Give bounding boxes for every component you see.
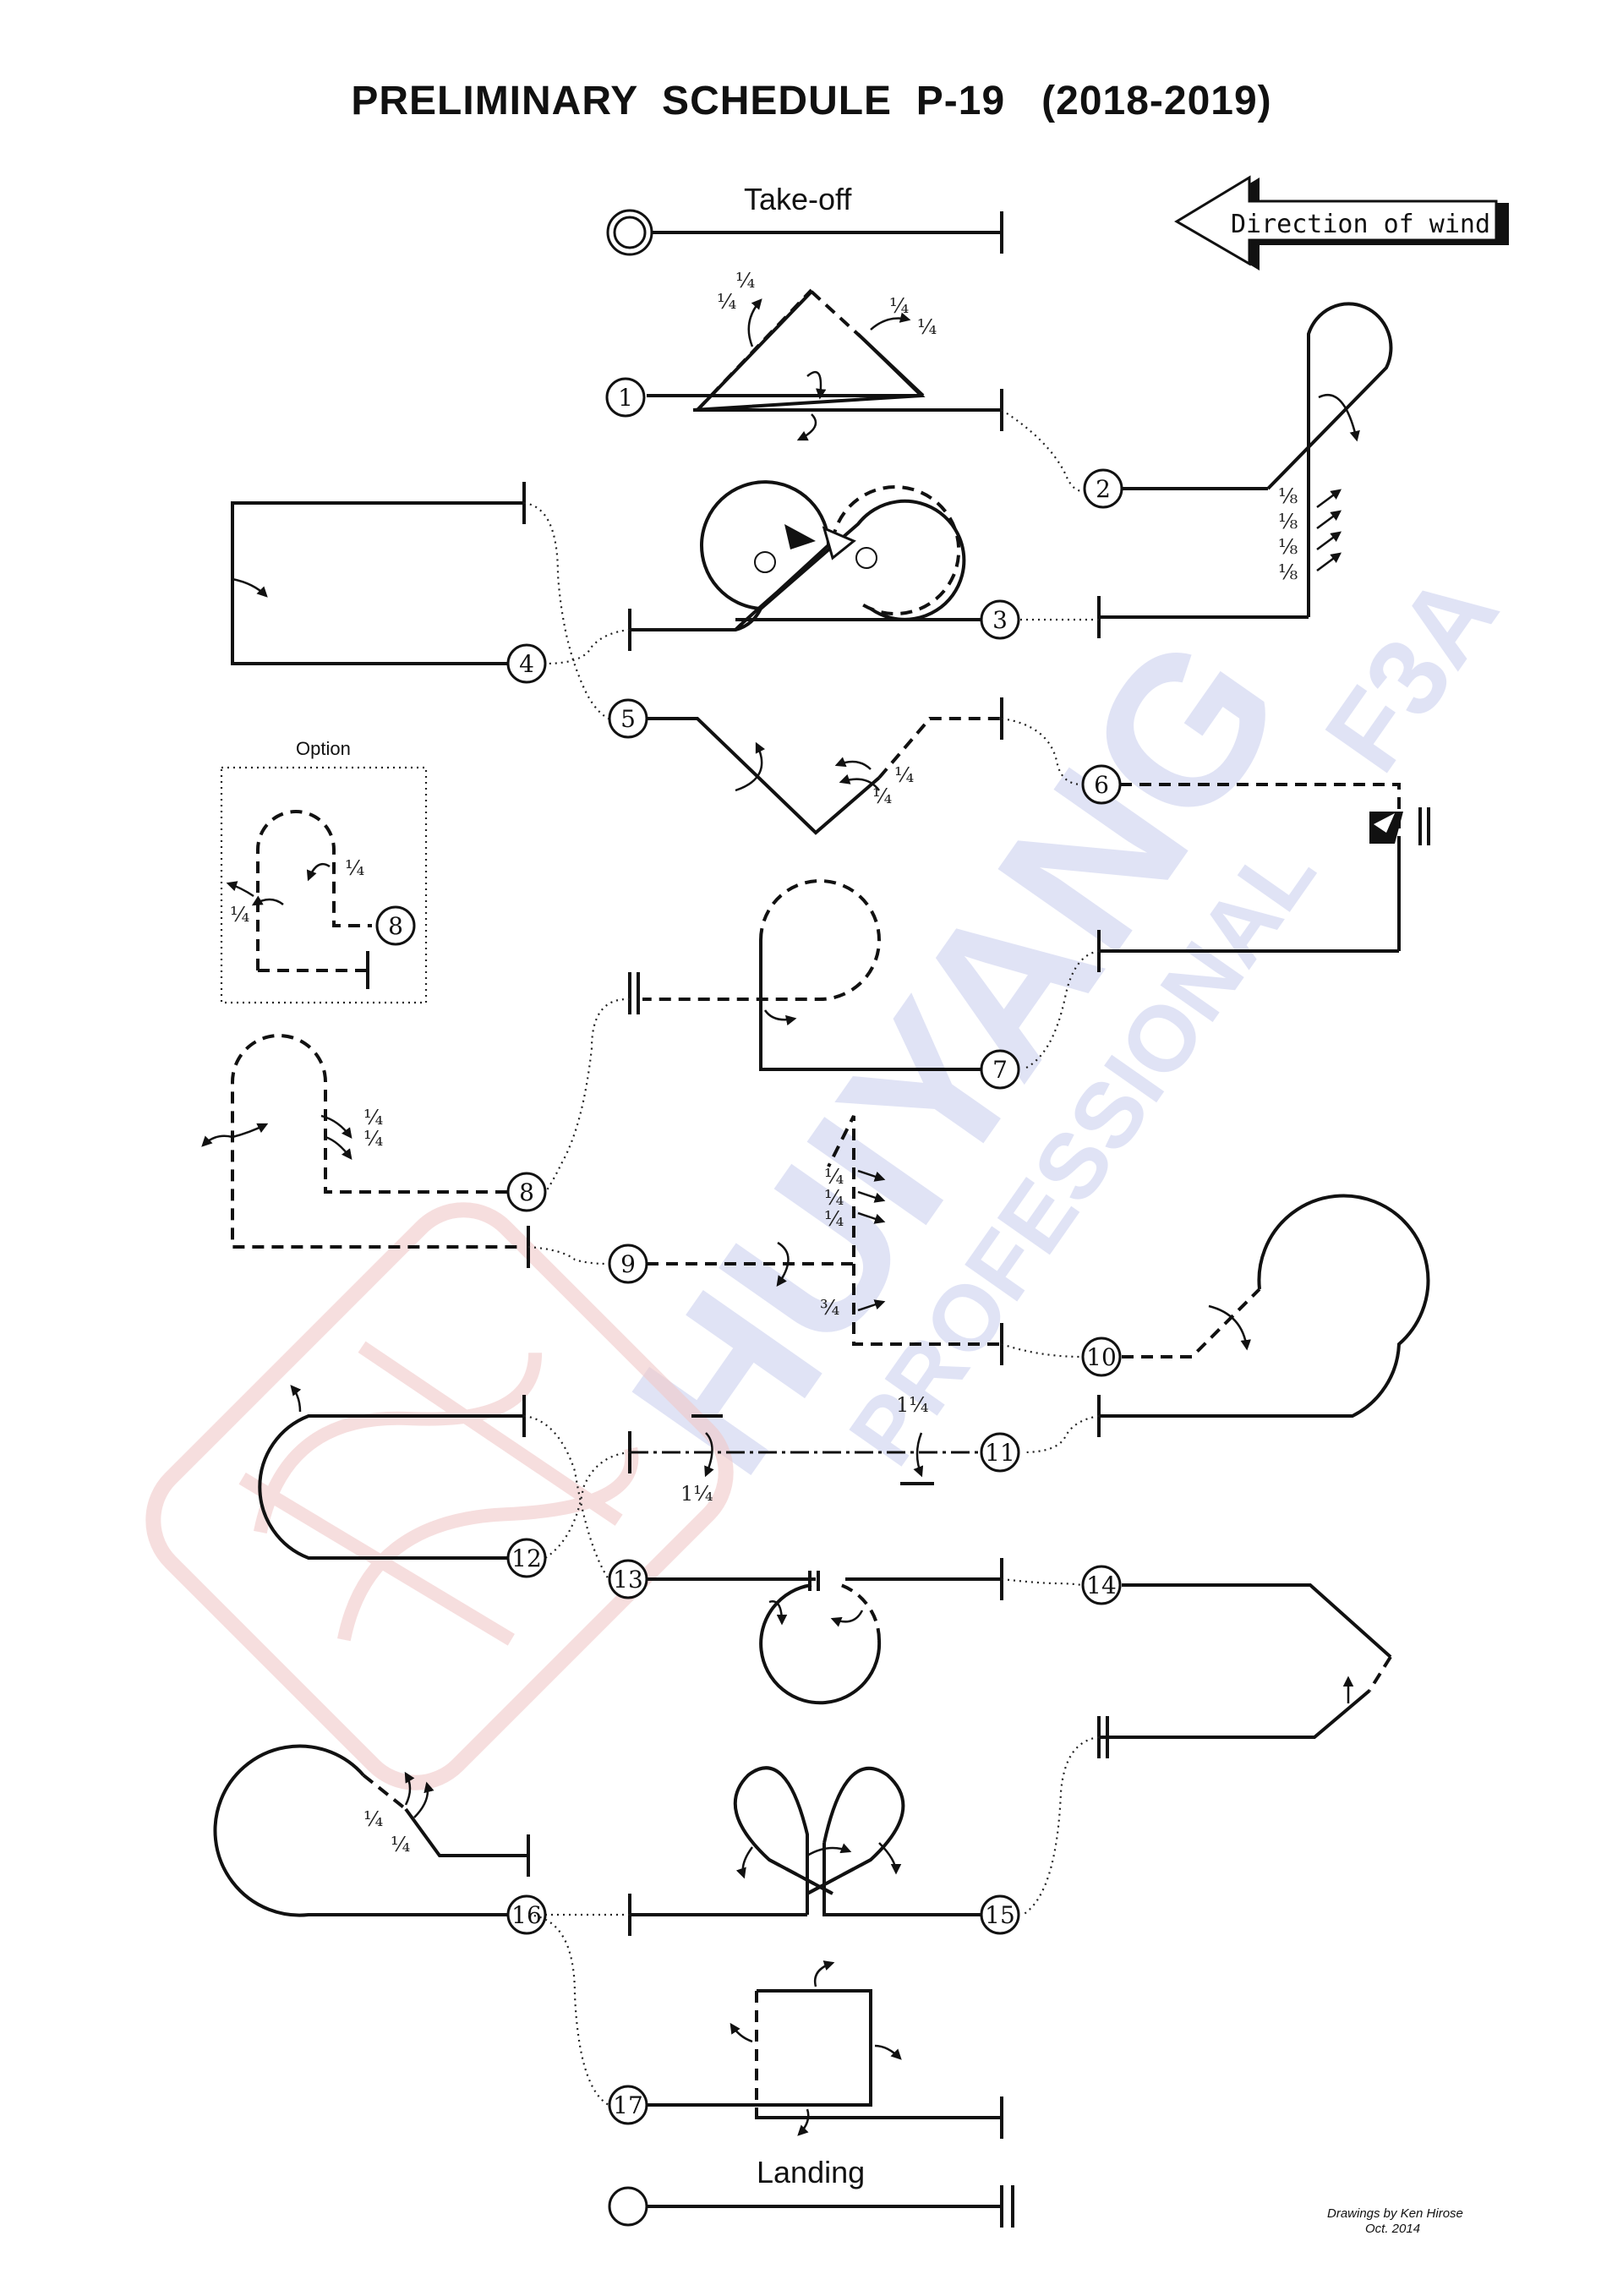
roll-fraction: ⅛ <box>1278 535 1298 559</box>
maneuver-1: ¼ ¼ ¼ ¼ 1 <box>605 269 1003 441</box>
roll-fraction: ¼ <box>717 290 736 314</box>
maneuver-8: ¼ ¼ 8 <box>201 998 631 1268</box>
roll-fraction: ¾ <box>820 1296 839 1320</box>
takeoff-figure: Take-off <box>606 182 1003 256</box>
maneuver-7: 7 <box>628 879 1100 1090</box>
roll-fraction: 1¼ <box>896 1393 929 1417</box>
maneuver-number: 9 <box>620 1250 636 1278</box>
maneuver-number: 7 <box>992 1056 1008 1084</box>
maneuver-6: 6 <box>1001 717 1430 972</box>
maneuver-number: 8 <box>519 1178 534 1206</box>
maneuver-number: 16 <box>511 1901 542 1929</box>
maneuver-number: 11 <box>985 1439 1015 1467</box>
maneuver-number: 14 <box>1086 1572 1117 1599</box>
maneuver-number: 8 <box>388 912 403 940</box>
maneuver-14: 14 <box>1001 1565 1392 1758</box>
credit-line-2: Oct. 2014 <box>1365 2222 1420 2236</box>
page-title: PRELIMINARY SCHEDULE P-19 (2018-2019) <box>351 79 1272 123</box>
maneuver-number: 13 <box>613 1566 643 1594</box>
takeoff-label: Take-off <box>744 182 852 216</box>
maneuver-number: 6 <box>1094 771 1109 799</box>
roll-fraction: ¼ <box>363 1106 383 1129</box>
watermark-class: F3A <box>1301 552 1521 793</box>
roll-fraction: 1¼ <box>680 1482 713 1506</box>
roll-fraction: ¼ <box>363 1127 383 1151</box>
maneuver-number: 5 <box>620 705 636 733</box>
maneuver-16: ¼ ¼ 16 <box>213 1744 630 1935</box>
roll-fraction: ¼ <box>824 1165 844 1189</box>
maneuver-number: 15 <box>985 1901 1015 1929</box>
maneuver-number: 1 <box>618 384 633 412</box>
maneuver-11: 1¼ 1¼ 11 <box>628 1393 1100 1506</box>
roll-fraction: ¼ <box>894 763 914 787</box>
roll-fraction: ⅛ <box>1278 484 1298 508</box>
maneuver-9: ¼ ¼ ¼ ¾ 9 <box>527 1115 1003 1365</box>
roll-fraction: ¼ <box>889 294 909 318</box>
maneuver-number: 2 <box>1096 475 1111 503</box>
landing-figure: Landing <box>608 2155 1014 2228</box>
maneuver-number: 17 <box>613 2091 643 2119</box>
roll-fraction: ¼ <box>872 784 892 808</box>
roll-fraction: ¼ <box>363 1807 383 1831</box>
maneuver-12: 12 <box>258 1385 631 1578</box>
roll-fraction: ¼ <box>391 1833 410 1856</box>
credit-line-1: Drawings by Ken Hirose <box>1327 2206 1463 2221</box>
maneuver-number: 3 <box>992 606 1008 634</box>
maneuver-number: 4 <box>519 650 534 678</box>
landing-label: Landing <box>757 2155 865 2189</box>
maneuver-3: 3 <box>628 480 1099 651</box>
option-label: Option <box>296 738 351 759</box>
wind-arrow: Direction of wind <box>1174 175 1509 271</box>
maneuver-number: 12 <box>511 1544 542 1572</box>
wind-label: Direction of wind <box>1231 210 1490 239</box>
maneuver-17: 17 <box>527 1913 1003 2139</box>
roll-fraction: ¼ <box>917 315 937 339</box>
roll-fraction: ¼ <box>824 1186 844 1210</box>
watermark-seal <box>145 1202 734 1790</box>
roll-fraction: ¼ <box>735 269 755 292</box>
maneuver-15: 15 <box>628 1736 1100 1936</box>
maneuver-10: 10 <box>1001 1194 1430 1437</box>
roll-fraction: ⅛ <box>1278 510 1298 533</box>
roll-fraction: ¼ <box>345 856 364 880</box>
watermark: HUIYANG PROFESSIONAL F3A <box>145 552 1522 1790</box>
maneuver-number: 10 <box>1086 1343 1117 1371</box>
roll-fraction: ¼ <box>230 903 249 927</box>
maneuver-4: 4 <box>231 482 631 684</box>
roll-fraction: ¼ <box>824 1207 844 1231</box>
maneuver-13: 13 <box>523 1414 1003 1705</box>
roll-fraction: ⅛ <box>1278 560 1298 584</box>
option-box: Option ¼ ¼ 8 <box>220 738 428 1004</box>
drawing-credit: Drawings by Ken Hirose Oct. 2014 <box>1327 2206 1463 2236</box>
maneuver-2: ⅛ ⅛ ⅛ ⅛ 2 <box>1001 302 1393 638</box>
